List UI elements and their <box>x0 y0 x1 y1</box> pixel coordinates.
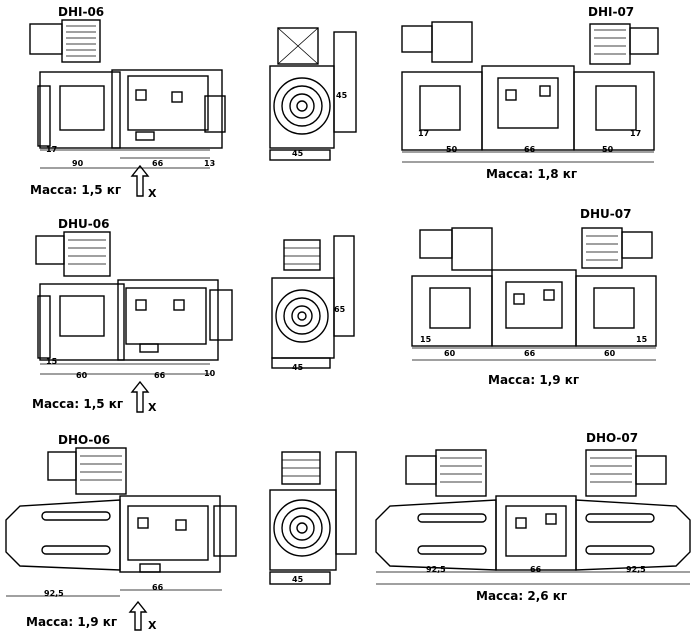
row1-left-assembly <box>29 19 226 169</box>
row1-right-title: DHI-07 <box>588 5 635 19</box>
row2-left-mass: Масса: 1,5 кг <box>32 397 124 411</box>
row2-right-dim-4: 60 <box>604 349 616 358</box>
row3-side-view <box>269 451 357 585</box>
row1-mid-dim-1: 45 <box>292 149 304 158</box>
row1-right-assembly <box>401 21 659 163</box>
row2-left-title: DHU-06 <box>58 217 110 231</box>
row1-right-dim-2: 50 <box>446 145 458 154</box>
row1-left-dim-2: 90 <box>72 159 84 168</box>
row1-right-dim-4: 50 <box>602 145 614 154</box>
row2-mid-dim-1: 45 <box>292 363 304 372</box>
row1-left-dim-3: 66 <box>152 159 164 168</box>
row2-left-dim-3: 66 <box>154 371 166 380</box>
row2-right-dim-1: 15 <box>420 335 432 344</box>
row1-right-dim-5: 17 <box>630 129 642 138</box>
row1-right-mass: Масса: 1,8 кг <box>486 167 578 181</box>
row3-right-dim-1: 92,5 <box>426 565 446 574</box>
row3-left-dim-1: 92,5 <box>44 589 64 598</box>
row3-axis-label: X <box>148 619 157 632</box>
row3-left-dim-2: 66 <box>152 583 164 592</box>
row1-side-view <box>269 27 357 161</box>
row2-right-mass: Масса: 1,9 кг <box>488 373 580 387</box>
row2-right-assembly <box>411 227 657 361</box>
row2-left-dim-2: 60 <box>76 371 88 380</box>
row1-left-mass: Масса: 1,5 кг <box>30 183 122 197</box>
row2-right-title: DHU-07 <box>580 207 632 221</box>
row1-left-dim-4: 13 <box>204 159 216 168</box>
row1-mid-dim-2: 45 <box>336 91 348 100</box>
row2-left-assembly <box>35 231 233 375</box>
row2-right-dim-2: 60 <box>444 349 456 358</box>
row1-axis-label: X <box>148 187 157 200</box>
row3-right-dim-2: 66 <box>530 565 542 574</box>
row3-right-assembly <box>375 449 691 585</box>
row2-axis-label: X <box>148 401 157 414</box>
row3-right-dim-3: 92,5 <box>626 565 646 574</box>
row2-left-dim-1: 15 <box>46 357 58 366</box>
row3-right-mass: Масса: 2,6 кг <box>476 589 568 603</box>
row3-mid-dim-1: 45 <box>292 575 304 584</box>
row2-right-dim-5: 15 <box>636 335 648 344</box>
row2-left-dim-4: 10 <box>204 369 216 378</box>
row2-side-view <box>271 235 355 369</box>
row3-right-title: DHO-07 <box>586 431 639 445</box>
row2-mid-dim-2: 65 <box>334 305 346 314</box>
row1-right-dim-1: 17 <box>418 129 430 138</box>
row2-right-dim-3: 66 <box>524 349 536 358</box>
row1-right-dim-3: 66 <box>524 145 536 154</box>
axis-arrows <box>128 164 150 631</box>
row1-left-dim-1: 17 <box>46 145 58 154</box>
row1-left-title: DHI-06 <box>58 5 105 19</box>
row3-left-assembly <box>5 447 237 597</box>
row3-left-mass: Масса: 1,9 кг <box>26 615 118 629</box>
row3-left-title: DHO-06 <box>58 433 111 447</box>
